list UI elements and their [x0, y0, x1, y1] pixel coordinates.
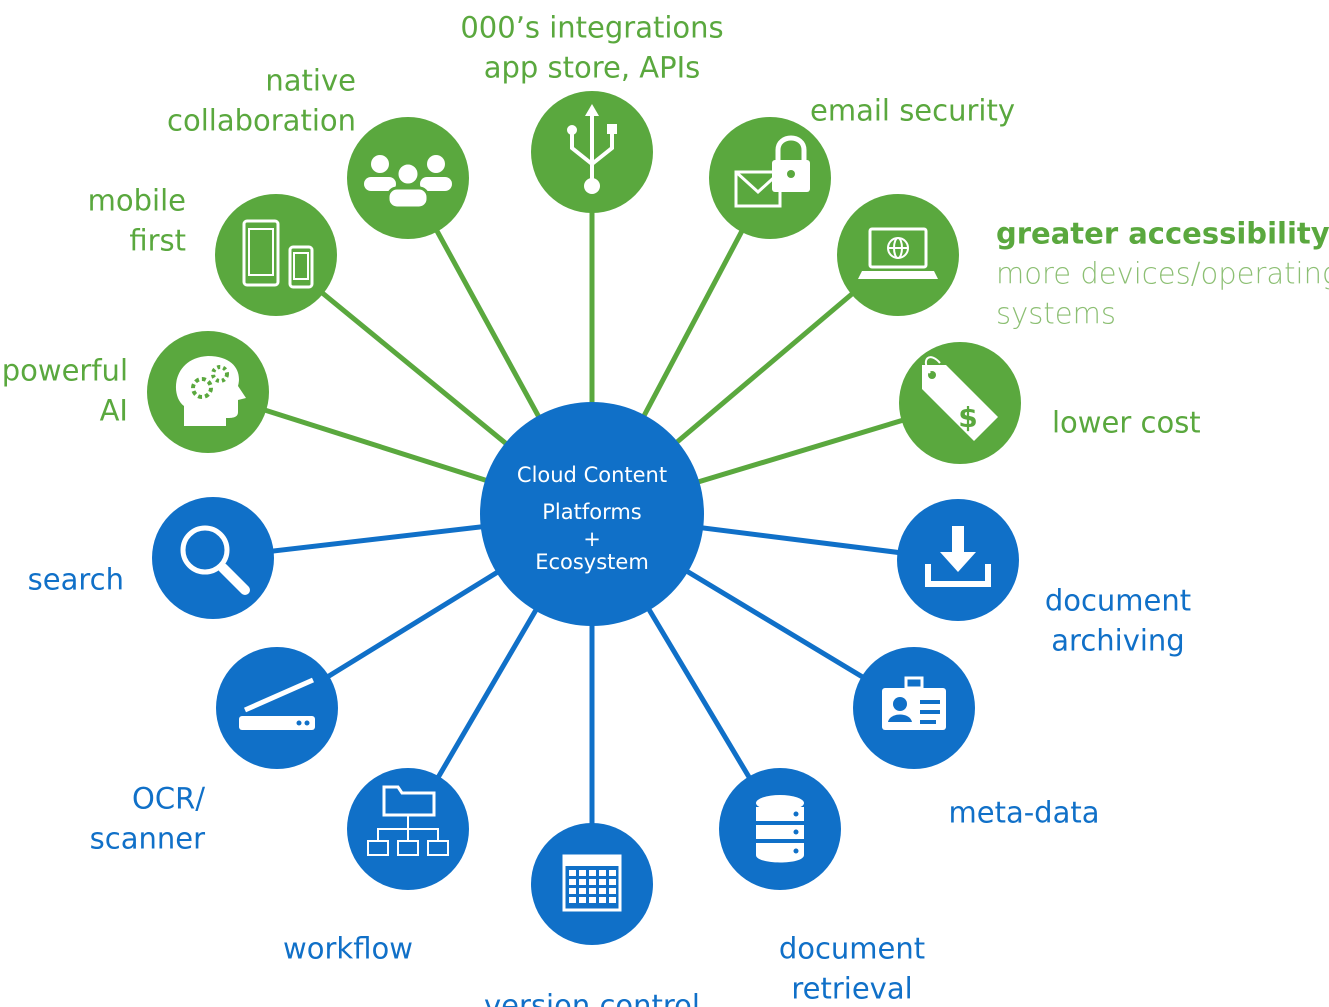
database-icon — [756, 795, 804, 863]
folder-tree-icon — [367, 785, 449, 856]
feature-nodes: $ — [147, 91, 1021, 945]
label-ai: AI — [100, 394, 128, 428]
hub-text-line: + — [583, 527, 601, 551]
magnifier-icon — [180, 525, 250, 595]
label-email: email security — [810, 94, 1015, 128]
node-retrieval — [719, 768, 841, 890]
usb-icon — [567, 104, 617, 194]
node-circle-accessibility — [837, 194, 959, 316]
node-ai — [147, 331, 269, 453]
label-ocr: OCR/ — [132, 782, 205, 816]
label-mobile: first — [129, 224, 186, 258]
sublabel-accessibility: more devices/operating — [996, 257, 1329, 291]
price-tag-icon: $ — [922, 356, 998, 441]
label-version: version control — [484, 989, 700, 1007]
node-search — [152, 497, 274, 619]
laptop-globe-icon — [858, 227, 938, 279]
node-collaboration — [347, 117, 469, 239]
users-icon — [364, 155, 452, 210]
node-circle-ocr — [216, 647, 338, 769]
label-integrations: 000’s integrations — [460, 11, 723, 45]
label-metadata: meta-data — [948, 796, 1099, 830]
sublabel-accessibility: systems — [996, 297, 1116, 331]
hub-text-line: Platforms — [542, 500, 642, 524]
node-cost: $ — [899, 342, 1021, 464]
email-lock-icon — [734, 135, 810, 208]
node-email — [709, 117, 831, 239]
label-archiving: document — [1045, 584, 1191, 618]
id-card-icon — [882, 676, 946, 730]
label-collaboration: native — [265, 64, 356, 98]
node-circle-mobile — [215, 194, 337, 316]
label-archiving: archiving — [1051, 624, 1184, 658]
label-integrations: app store, APIs — [484, 51, 701, 85]
label-mobile: mobile — [88, 184, 186, 218]
feature-labels: 000’s integrations app store, APIs native c… — [2, 11, 1329, 1007]
label-workflow: workflow — [283, 932, 413, 966]
node-accessibility — [837, 194, 959, 316]
node-circle-email — [709, 117, 831, 239]
label-ocr: scanner — [90, 822, 205, 856]
hub-circle — [480, 402, 704, 626]
node-workflow — [347, 768, 469, 890]
download-tray-icon — [925, 526, 991, 587]
svg-text:$: $ — [958, 401, 977, 434]
label-retrieval: retrieval — [791, 972, 912, 1006]
node-mobile — [215, 194, 337, 316]
node-version — [531, 823, 653, 945]
hub-text-line: Ecosystem — [535, 550, 649, 574]
node-integrations — [531, 91, 653, 213]
label-accessibility: greater accessibility — [996, 217, 1329, 251]
hub-text-line: Cloud Content — [517, 463, 667, 487]
node-circle-search — [152, 497, 274, 619]
ai-head-icon — [175, 356, 246, 426]
label-ai: powerful — [2, 354, 128, 388]
devices-icon — [242, 219, 314, 289]
scanner-icon — [239, 677, 315, 730]
label-collaboration: collaboration — [167, 104, 356, 138]
label-search: search — [28, 563, 124, 597]
node-metadata — [853, 647, 975, 769]
node-ocr — [216, 647, 338, 769]
calendar-grid-icon — [562, 854, 622, 912]
node-archiving — [897, 499, 1019, 621]
label-retrieval: document — [779, 932, 925, 966]
label-cost: lower cost — [1052, 406, 1201, 440]
